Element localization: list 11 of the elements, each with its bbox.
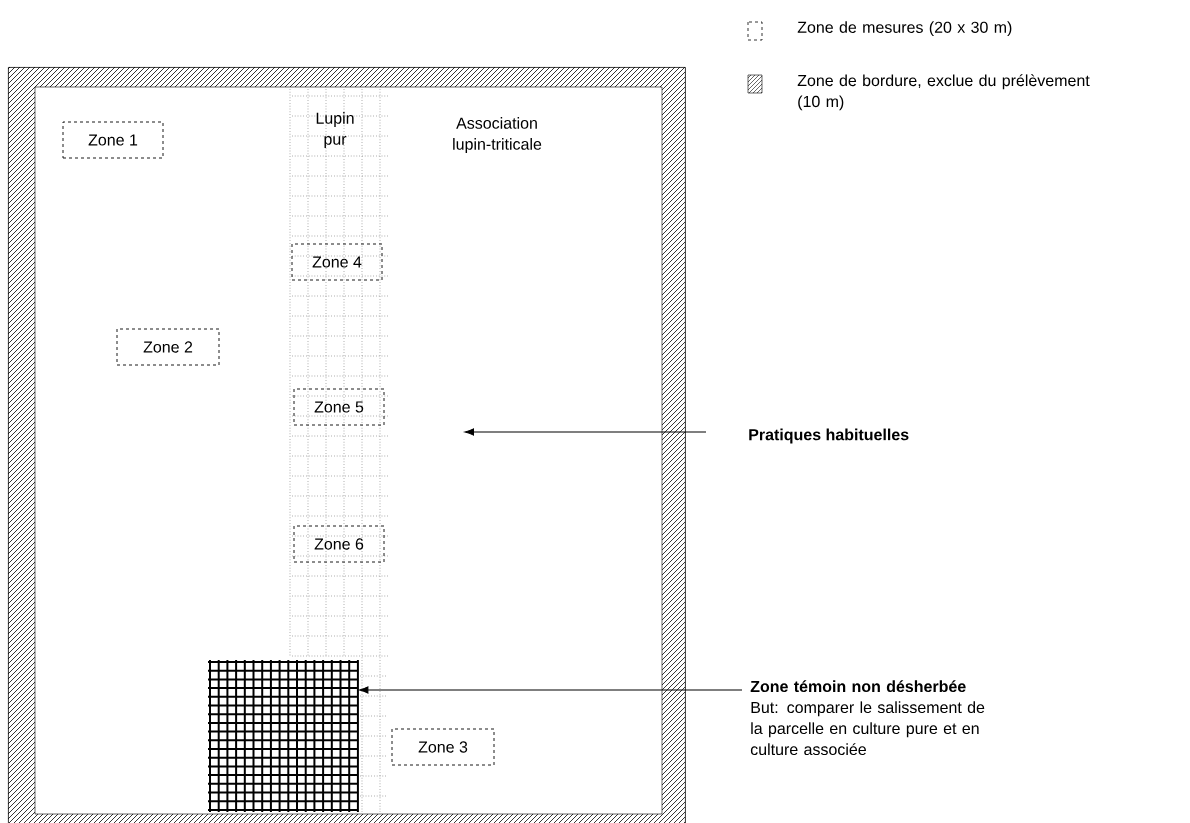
measurement-zone: Zone 4: [291, 243, 383, 281]
measurement-zone: Zone 3: [391, 728, 495, 766]
arrow: [464, 428, 707, 436]
measurement-zone: Zone 2: [116, 328, 220, 366]
measurement-zone: Zone 1: [62, 121, 164, 159]
legend-text: Zone de bordure, exclue du prélèvement (10 m): [797, 74, 1090, 111]
arrow: [359, 686, 743, 694]
measurement-zone: Zone 5: [293, 388, 385, 426]
measurement-zone: Zone 6: [293, 525, 385, 563]
legend-text: Zone de mesures (20 x 30 m): [797, 21, 1012, 37]
unweeded-grid-plot: [207, 659, 359, 813]
